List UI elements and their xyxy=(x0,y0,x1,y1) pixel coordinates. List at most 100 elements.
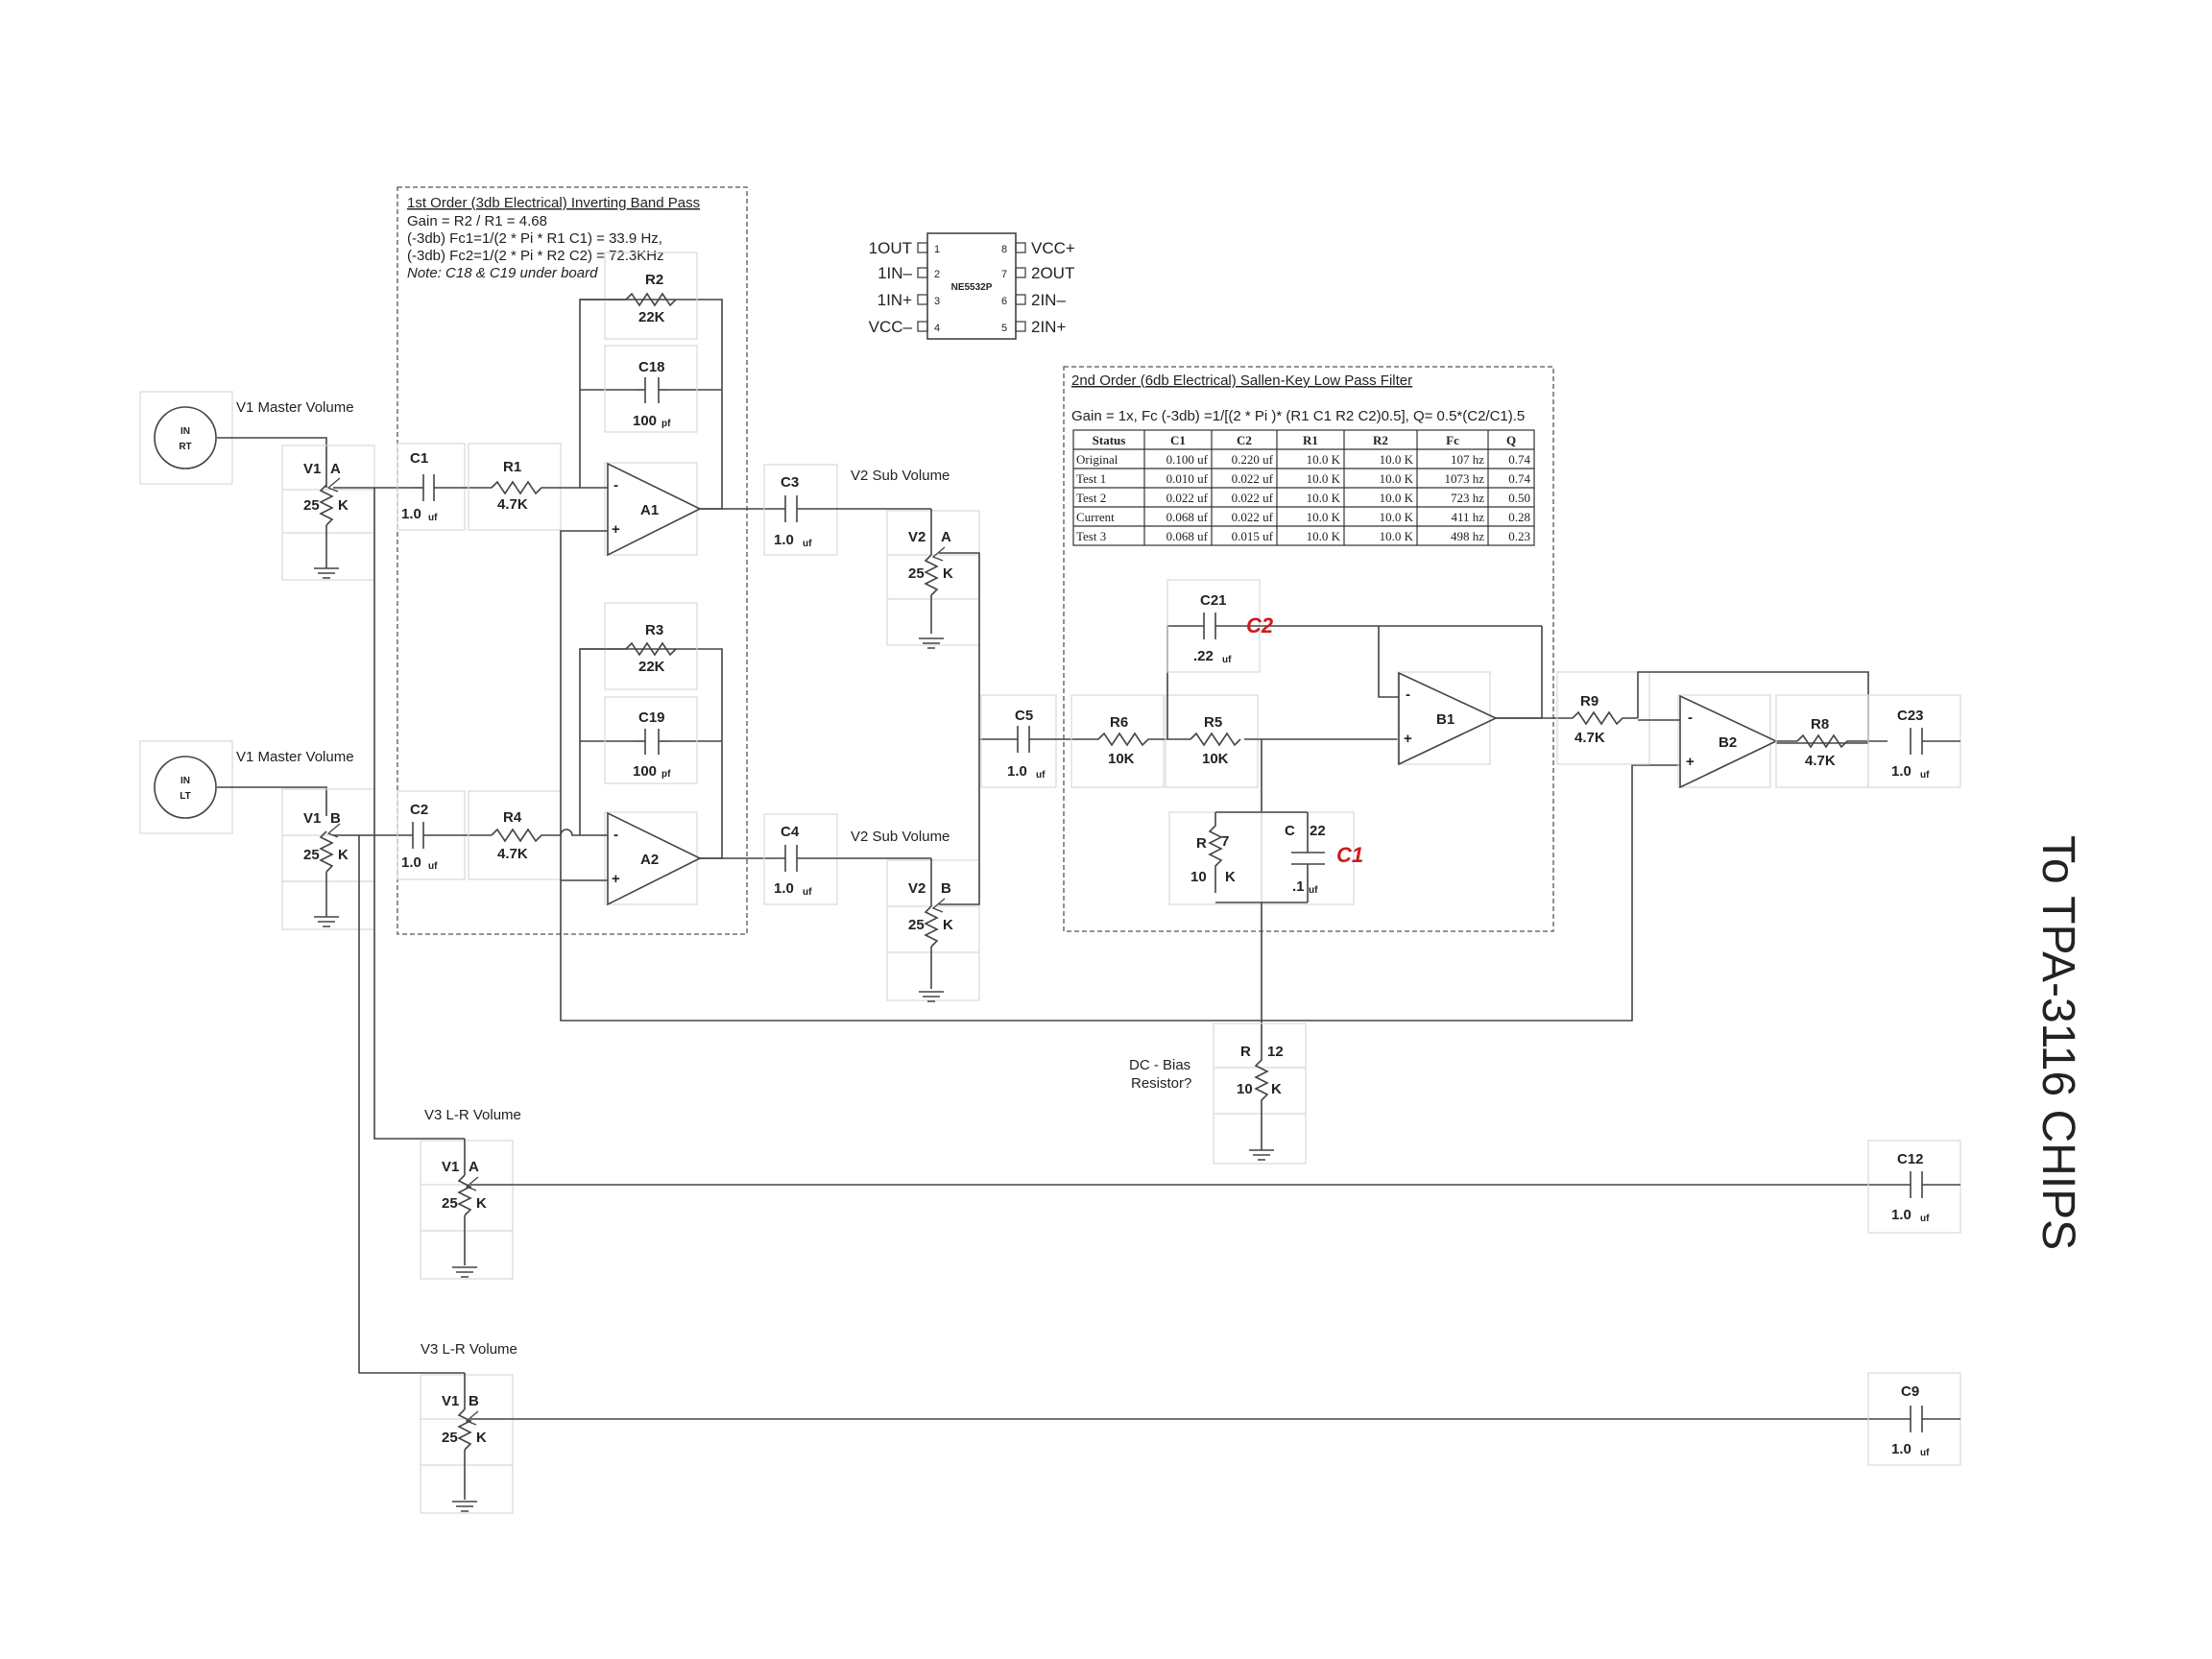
chip-pin-label: VCC– xyxy=(869,318,913,336)
chip-pin-label: 2IN– xyxy=(1031,291,1066,309)
svg-text:V1: V1 xyxy=(303,810,321,827)
svg-text:V2: V2 xyxy=(908,529,926,545)
svg-text:C: C xyxy=(1285,823,1295,839)
svg-text:100: 100 xyxy=(633,763,657,780)
opamp-a2: A2 - + xyxy=(604,811,702,906)
chip-pin xyxy=(917,242,928,253)
svg-text:pf: pf xyxy=(661,769,671,780)
svg-text:+: + xyxy=(612,871,620,887)
svg-text:uf: uf xyxy=(1920,1214,1930,1224)
chip-pin xyxy=(1015,294,1026,305)
v2-sub-volume-label-b: V2 Sub Volume xyxy=(851,829,950,845)
svg-text:R4: R4 xyxy=(503,809,522,826)
table-cell: 0.23 xyxy=(1508,529,1530,543)
bandpass-fc2: (-3db) Fc2=1/(2 * Pi * R2 C2) = 72.3KHz xyxy=(407,248,664,264)
table-cell: 1073 hz xyxy=(1444,471,1484,486)
table-cell: 0.220 uf xyxy=(1232,452,1274,467)
chip-pin-number: 5 xyxy=(1001,323,1007,334)
table-header-cell: Q xyxy=(1506,433,1516,447)
bandpass-filter-outline xyxy=(397,186,748,935)
resistor-r1: R1 4.7K xyxy=(468,443,580,531)
svg-text:V1: V1 xyxy=(303,461,321,477)
pot-v1a: V1 A 25 K xyxy=(281,445,375,581)
chip-pin-number: 1 xyxy=(934,244,940,255)
chip-pin-label: 1IN– xyxy=(878,264,912,282)
svg-text:R: R xyxy=(1196,835,1207,852)
svg-text:+: + xyxy=(1404,731,1412,747)
chip-pin-number: 7 xyxy=(1001,269,1007,280)
svg-text:4.7K: 4.7K xyxy=(497,846,528,862)
v3-lr-volume-label-b: V3 L-R Volume xyxy=(421,1341,517,1358)
svg-text:K: K xyxy=(1225,869,1236,885)
opamp-a1: A1 - + xyxy=(604,462,702,557)
capacitor-c9: C9 1.0 uf xyxy=(1867,1372,1961,1466)
chip-pin-number: 3 xyxy=(934,296,940,307)
svg-text:K: K xyxy=(476,1430,487,1446)
svg-text:100: 100 xyxy=(633,413,657,429)
svg-text:7: 7 xyxy=(1221,833,1229,850)
svg-text:C12: C12 xyxy=(1897,1151,1924,1167)
svg-text:K: K xyxy=(338,497,349,514)
table-cell: 0.74 xyxy=(1508,452,1530,467)
input-lt-label-1: IN xyxy=(180,776,190,786)
svg-text:22: 22 xyxy=(1310,823,1326,839)
table-cell: Current xyxy=(1076,510,1115,524)
resistor-r5: R5 10K xyxy=(1165,694,1399,788)
table-cell: 0.068 uf xyxy=(1166,510,1209,524)
bandpass-title: 1st Order (3db Electrical) Inverting Ban… xyxy=(407,195,700,211)
capacitor-c2: C2 1.0 uf xyxy=(397,790,492,880)
lowpass-title: 2nd Order (6db Electrical) Sallen-Key Lo… xyxy=(1071,373,1412,389)
svg-text:B: B xyxy=(330,810,341,827)
chip-pin-number: 8 xyxy=(1001,244,1007,255)
lowpass-formula: Gain = 1x, Fc (-3db) =1/[(2 * Pi )* (R1 … xyxy=(1071,408,1525,424)
svg-text:25: 25 xyxy=(908,917,925,933)
svg-text:R6: R6 xyxy=(1110,714,1128,731)
table-cell: Test 2 xyxy=(1076,491,1106,505)
input-rt-label-1: IN xyxy=(180,426,190,437)
svg-text:R1: R1 xyxy=(503,459,521,475)
table-cell: Test 1 xyxy=(1076,471,1106,486)
svg-text:25: 25 xyxy=(303,497,320,514)
svg-text:uf: uf xyxy=(1920,1448,1930,1458)
svg-text:1.0: 1.0 xyxy=(1891,763,1911,780)
svg-text:R9: R9 xyxy=(1580,693,1599,709)
input-jack-rt xyxy=(154,406,217,469)
svg-text:1.0: 1.0 xyxy=(774,880,794,897)
dc-bias-label-2: Resistor? xyxy=(1131,1075,1191,1092)
chip-pin-number: 4 xyxy=(934,323,940,334)
chip-pin-label: 2OUT xyxy=(1031,264,1074,282)
svg-text:K: K xyxy=(1271,1081,1282,1097)
svg-text:C21: C21 xyxy=(1200,592,1227,609)
chip-pin xyxy=(1015,267,1026,278)
table-cell: 10.0 K xyxy=(1380,471,1414,486)
svg-text:1.0: 1.0 xyxy=(401,506,421,522)
svg-text:C2: C2 xyxy=(410,802,428,818)
svg-text:4.7K: 4.7K xyxy=(1575,730,1605,746)
table-cell: 0.010 uf xyxy=(1166,471,1209,486)
pot-v2a: V2 A 25 K xyxy=(886,509,980,739)
lowpass-filter-outline xyxy=(1063,366,1554,932)
svg-text:C9: C9 xyxy=(1901,1383,1919,1400)
svg-text:A: A xyxy=(469,1159,479,1175)
resistor-r12-dc-bias: R 12 10 K xyxy=(1213,1022,1307,1165)
svg-text:uf: uf xyxy=(1309,885,1318,896)
v3-lr-volume-label-a: V3 L-R Volume xyxy=(424,1107,521,1123)
table-cell: 10.0 K xyxy=(1380,452,1414,467)
v1-master-volume-label-rt: V1 Master Volume xyxy=(236,399,354,416)
table-cell: 0.100 uf xyxy=(1166,452,1209,467)
capacitor-c21: C21 .22 uf C2 xyxy=(1166,579,1542,673)
chip-pin-number: 6 xyxy=(1001,296,1007,307)
svg-text:4.7K: 4.7K xyxy=(497,496,528,513)
svg-text:A2: A2 xyxy=(640,852,659,868)
table-cell: 10.0 K xyxy=(1307,491,1341,505)
svg-text:V1: V1 xyxy=(442,1159,459,1175)
svg-text:B1: B1 xyxy=(1436,711,1455,728)
chip-pin-label: 1OUT xyxy=(869,239,912,257)
pot-v2b: V2 B 25 K xyxy=(886,739,980,1002)
svg-text:.22: .22 xyxy=(1193,648,1214,664)
output-label: To TPA-3116 CHIPS xyxy=(2032,835,2083,1250)
svg-text:B: B xyxy=(941,880,951,897)
svg-text:22K: 22K xyxy=(638,309,665,325)
svg-text:-: - xyxy=(613,477,618,493)
